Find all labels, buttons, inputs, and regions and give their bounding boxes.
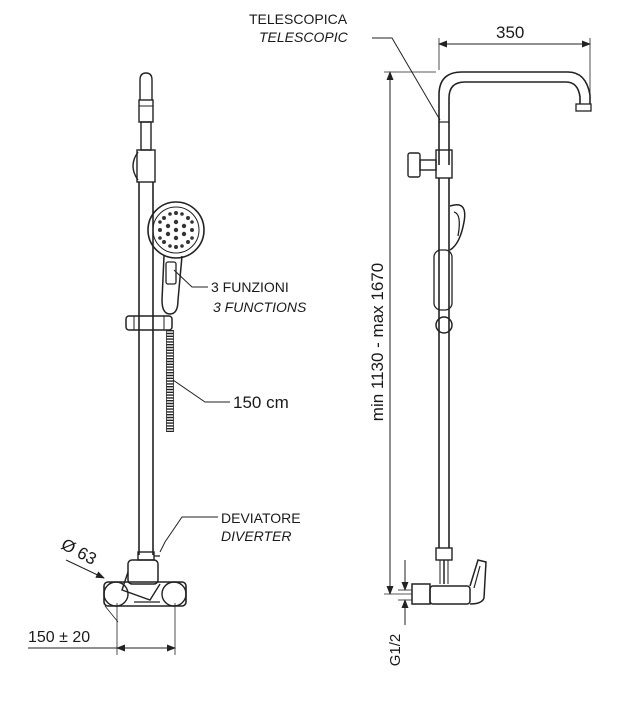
- hand-shower-head: [147, 201, 205, 259]
- diverter-label-en: DIVERTER: [221, 528, 292, 544]
- telescopic-label-en: TELESCOPIC: [259, 29, 349, 45]
- front-view: [103, 72, 205, 607]
- side-dimensions: [372, 37, 591, 625]
- thread-dimension-label: G1/2: [387, 634, 404, 667]
- shower-hose: [166, 330, 174, 432]
- mixer-body: [103, 559, 187, 607]
- functions-label-en: 3 FUNCTIONS: [213, 299, 307, 315]
- telescopic-label-it: TELESCOPICA: [249, 11, 348, 27]
- width-dimension-label: 350: [496, 23, 524, 42]
- hose-length-label: 150 cm: [233, 393, 289, 412]
- centers-dimension-label: 150 ± 20: [28, 629, 90, 646]
- diverter-label-it: DEVIATORE: [221, 510, 301, 526]
- diameter-label: Ø 63: [58, 535, 99, 569]
- side-view: [407, 71, 592, 605]
- height-dimension-label: min 1130 - max 1670: [368, 263, 387, 421]
- functions-label-it: 3 FUNZIONI: [211, 279, 289, 295]
- front-dimensions: [28, 269, 230, 655]
